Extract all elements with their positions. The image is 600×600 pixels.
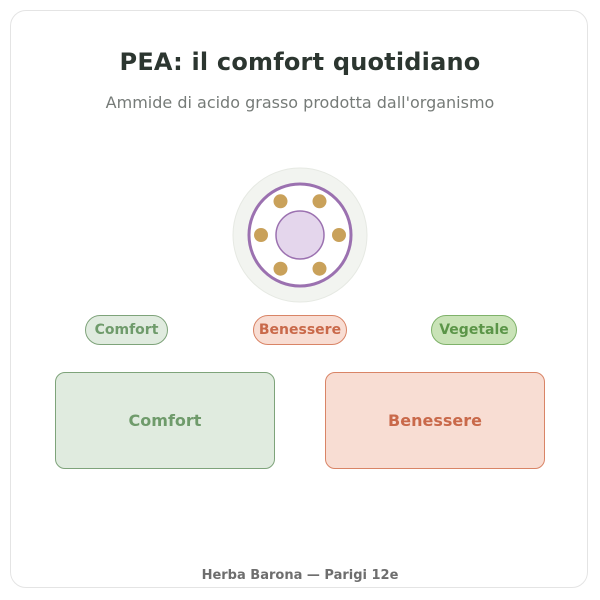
emblem-dot xyxy=(254,228,268,242)
emblem-dot xyxy=(312,261,327,276)
molecule-emblem xyxy=(232,167,368,303)
tag-comfort: Comfort xyxy=(85,315,168,345)
emblem-dot xyxy=(273,194,288,209)
card-benessere: Benessere xyxy=(325,372,545,469)
card-comfort: Comfort xyxy=(55,372,275,469)
emblem-dot xyxy=(273,261,288,276)
emblem-dot xyxy=(312,194,327,209)
tag-benessere: Benessere xyxy=(253,315,347,345)
emblem-core xyxy=(275,210,325,260)
page-title: PEA: il comfort quotidiano xyxy=(119,48,481,76)
tag-vegetale: Vegetale xyxy=(431,315,517,345)
footer-credit: Herba Barona — Parigi 12e xyxy=(201,568,399,583)
emblem-dot xyxy=(332,228,346,242)
page-subtitle: Ammide di acido grasso prodotta dall'org… xyxy=(105,93,495,112)
molecule-ring-icon xyxy=(232,167,368,303)
